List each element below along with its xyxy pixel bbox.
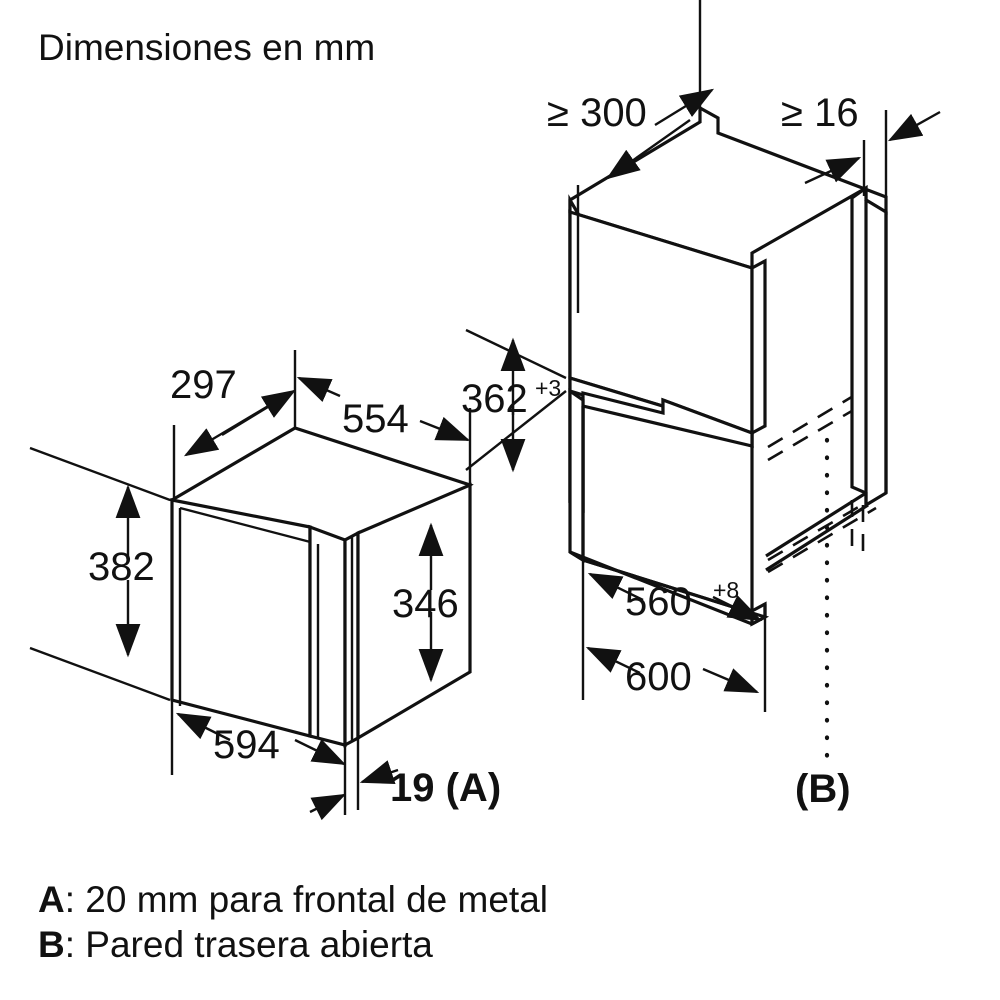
cabinet-right-side-panel [850,184,888,508]
dim-niche-height-362: 362 +3 [461,328,567,473]
dim-thickness-19a: 19 (A) [309,738,501,821]
dim-label-niche-height: 362 [461,377,528,421]
appliance-drawing: 297 554 382 346 594 [29,350,501,821]
back-wall-marker-b: (B) [795,437,851,811]
dim-width-594: 594 [170,700,347,815]
dim-label-cabinet-width: 600 [625,655,692,699]
legend-row-a: A: 20 mm para frontal de metal [38,879,548,920]
dim-label-niche-width: 560 [625,580,692,624]
dim-label-width-594: 594 [213,723,280,767]
dim-label-height-346: 346 [392,582,459,626]
dim-panel-16: ≥ 16 [781,91,941,200]
dim-depth-297: 297 [170,350,297,500]
dim-height-346: 346 [392,522,459,683]
legend-text-a: 20 mm para frontal de metal [85,879,548,920]
dim-label-niche-width-tolerance: +8 [713,577,739,603]
dim-label-panel-16: ≥ 16 [781,91,859,135]
dim-label-niche-height-tolerance: +3 [535,375,561,401]
appliance-door-edge-strip [308,524,347,748]
legend-sep-b: : [65,924,86,965]
legend: A: 20 mm para frontal de metal B: Pared … [38,879,548,965]
legend-key-a: A [38,879,65,920]
cabinet-lower-left-wall [568,387,585,563]
dim-label-back-wall: (B) [795,767,851,811]
dim-height-382: 382 [29,446,171,702]
legend-row-b: B: Pared trasera abierta [38,924,433,965]
legend-text-b: Pared trasera abierta [85,924,433,965]
page-title: Dimensiones en mm [38,27,375,68]
dim-label-thickness-19a: 19 (A) [390,766,501,810]
dim-label-clearance-300: ≥ 300 [547,91,647,135]
dim-clearance-300: ≥ 300 [547,0,715,313]
legend-sep-a: : [65,879,86,920]
legend-key-b: B [38,924,65,965]
dim-label-height-382: 382 [88,545,155,589]
dim-niche-width-560: 560 +8 [581,560,767,712]
cabinet-drawing: ≥ 300 ≥ 16 362 +3 560 +8 [461,0,941,811]
dim-width-554: 554 [296,376,472,485]
dim-label-depth-297: 297 [170,363,237,407]
cabinet-body-front-edge [750,258,767,436]
dim-label-width-554: 554 [342,397,409,441]
dim-cabinet-width-600: 600 [585,646,760,699]
